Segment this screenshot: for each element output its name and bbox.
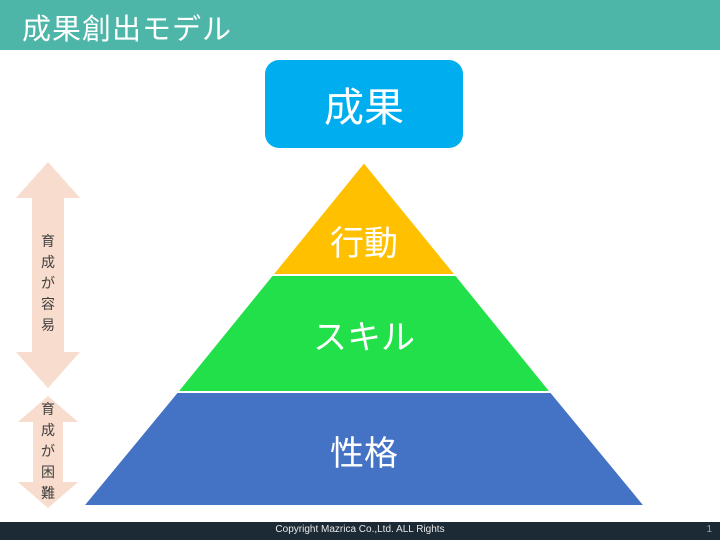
pyramid-diagram	[16, 162, 648, 508]
tier-label-skill: スキル	[313, 318, 415, 358]
result-label: 成果	[324, 85, 404, 131]
tier-label-personality: 性格	[330, 434, 398, 474]
upper-double-arrow	[16, 162, 80, 388]
pyramid-tier-bottom	[80, 391, 648, 507]
result-box: 成果	[265, 60, 463, 148]
title-bar: 成果創出モデル	[0, 0, 720, 50]
copyright-text: Copyright Mazrica Co.,Ltd. ALL Rights	[275, 524, 445, 535]
tier-label-action: 行動	[330, 224, 398, 264]
slide-title: 成果創出モデル	[22, 12, 233, 46]
footer-bar: Copyright Mazrica Co.,Ltd. ALL Rights 1	[0, 522, 720, 540]
lower-double-arrow	[18, 396, 78, 508]
page-number: 1	[706, 524, 712, 535]
upper-arrow-label: 育成が容易	[41, 234, 55, 334]
lower-arrow-label: 育成が困難	[41, 402, 55, 502]
